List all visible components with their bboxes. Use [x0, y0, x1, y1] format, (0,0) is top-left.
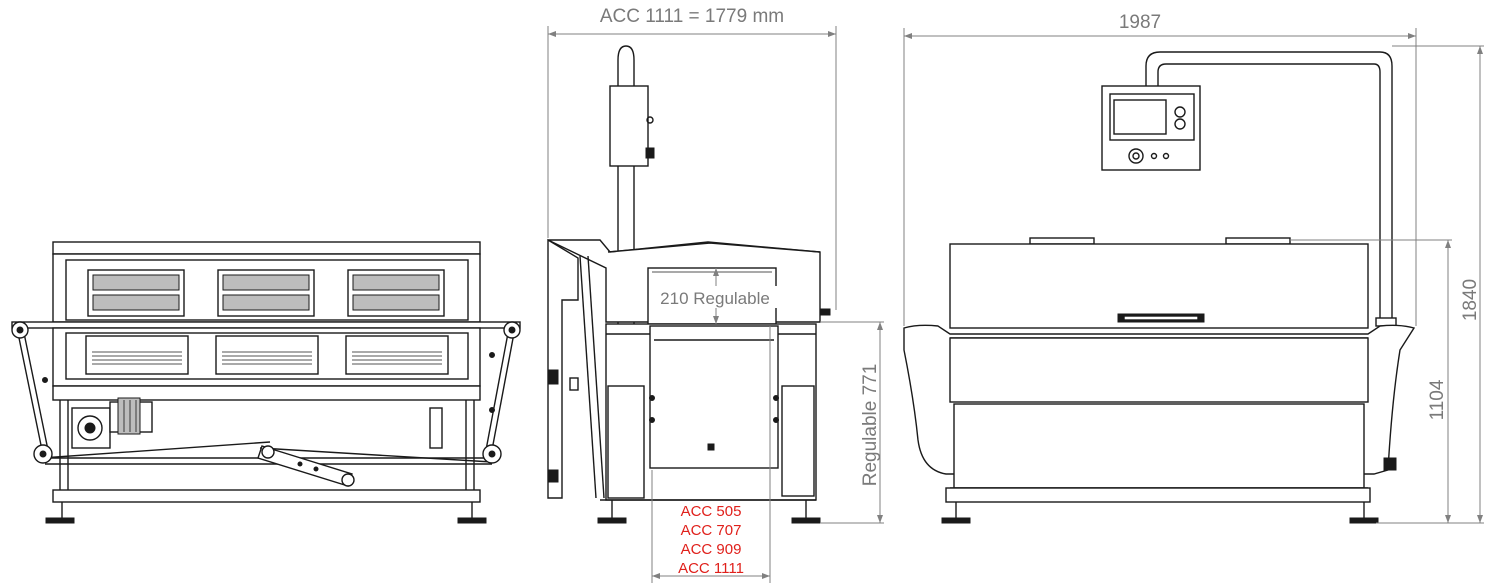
rear-view — [903, 51, 1416, 524]
model-label-1: ACC 505 — [681, 503, 742, 520]
model-label-3: ACC 909 — [681, 541, 742, 558]
body-height-label: 1104 — [1427, 379, 1448, 420]
feet — [45, 502, 487, 524]
dimension-rear-width: 1987 — [903, 12, 1417, 326]
dimension-models: ACC 505 ACC 707 ACC 909 ACC 1111 — [651, 326, 771, 583]
motor — [71, 397, 153, 449]
work-height-label: Regulable 771 — [860, 364, 881, 487]
dimension-work-height: Regulable 771 — [820, 321, 884, 524]
model-label-2: ACC 707 — [681, 522, 742, 539]
dimension-total-height: 1840 — [1376, 45, 1484, 524]
rear-width-label: 1987 — [1119, 12, 1161, 33]
dimension-clearance: 210 Regulable — [653, 268, 777, 324]
vent-slots — [92, 351, 442, 365]
heater-grid — [87, 269, 445, 317]
clearance-label: 210 Regulable — [660, 289, 770, 308]
side-width-label: ACC 1111 = 1779 mm — [600, 6, 784, 27]
dimension-body-height: 1104 — [1290, 239, 1452, 523]
model-label-4: ACC 1111 — [678, 560, 744, 577]
front-view — [11, 241, 521, 524]
belt — [11, 321, 521, 487]
control-panel — [1101, 85, 1201, 171]
side-view — [547, 45, 831, 524]
total-height-label: 1840 — [1460, 279, 1481, 321]
dimension-side-width: ACC 1111 = 1779 mm — [547, 6, 837, 310]
